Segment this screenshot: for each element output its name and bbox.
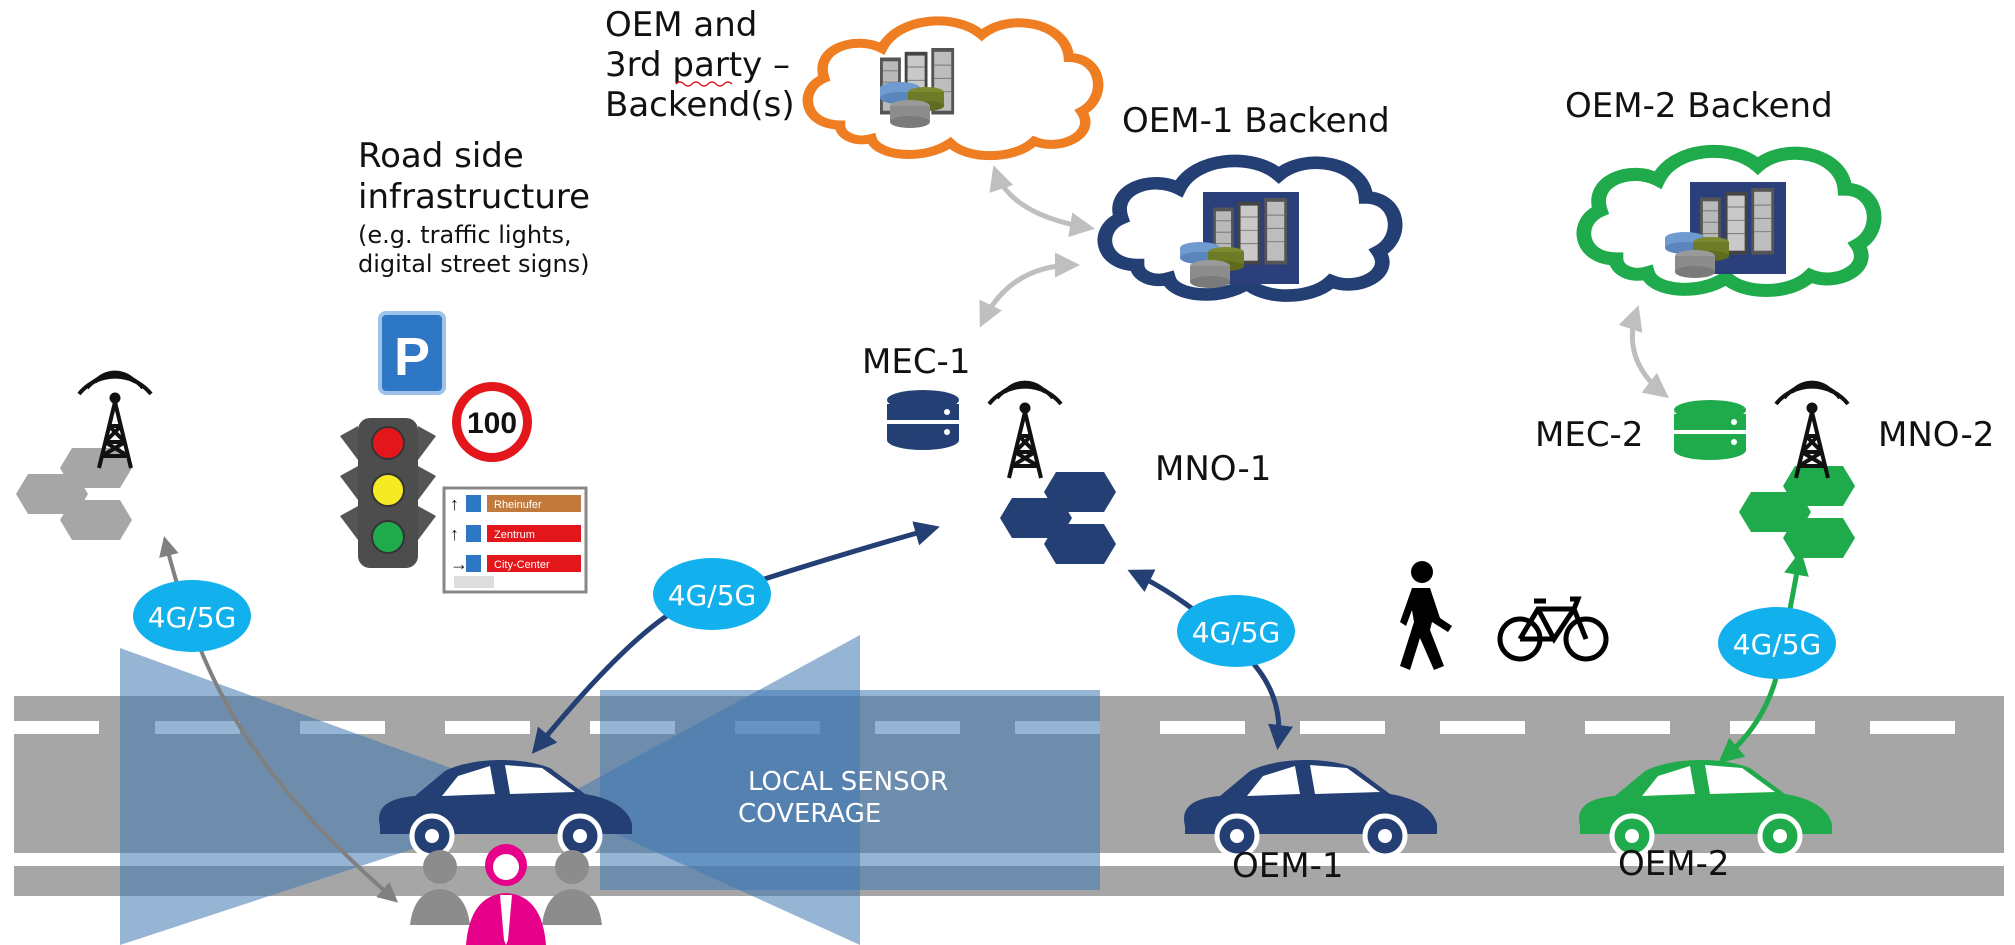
oem-3rd-party-label-line2: 3rd party – [605,45,790,85]
direction-sign-3: City-Center [494,559,550,571]
direction-signs: ↑ Rheinufer ↑ Zentrum → City-Center [442,486,588,594]
mno2-network: MNO-2 [1739,380,1994,558]
svg-text:4G/5G: 4G/5G [148,601,236,634]
bubble-4g5g-ego: 4G/5G [653,558,771,630]
svg-text:4G/5G: 4G/5G [1733,628,1821,661]
bubble-4g5g-oem2: 4G/5G [1718,607,1836,679]
mec2-label: MEC-2 [1535,415,1643,455]
mec1-label: MEC-1 [862,342,970,382]
speed-limit-sign-icon: 100 [452,382,532,462]
parking-sign-icon: P [378,311,446,395]
direction-sign-1: Rheinufer [494,499,542,511]
mec2-database-icon [1674,400,1746,460]
svg-text:P: P [394,327,430,387]
svg-text:↑: ↑ [450,494,459,514]
car-oem2 [1579,760,1832,859]
sensor-coverage-label-line2: COVERAGE [738,799,881,829]
oem2-car-label: OEM-2 [1618,844,1729,884]
mno1-network: MNO-1 [987,380,1271,564]
pedestrian-icon [1400,561,1452,670]
oem2-backend-label: OEM-2 Backend [1565,86,1833,126]
mec1-database-icon [887,390,959,450]
road-side-label-line1: Road side [358,136,524,176]
mno1-label: MNO-1 [1155,449,1271,489]
svg-text:↑: ↑ [450,524,459,544]
road-side-sublabel-line1: (e.g. traffic lights, [358,221,572,249]
road-side-label-line2: infrastructure [358,177,590,217]
oem-3rd-party-label-line3: Backend(s) [605,85,795,125]
svg-text:4G/5G: 4G/5G [668,579,756,612]
car-oem1 [1184,760,1437,859]
direction-sign-2: Zentrum [494,529,535,541]
svg-text:4G/5G: 4G/5G [1192,616,1280,649]
bubble-4g5g-left: 4G/5G [133,580,251,652]
spellcheck-underline [675,81,733,87]
traffic-light-icon [340,418,436,568]
road-side-sublabel-line2: digital street signs) [358,250,590,278]
antenna-tower-icon [987,380,1063,480]
bicycle-icon [1497,596,1609,662]
bubble-4g5g-oem1: 4G/5G [1177,595,1295,667]
antenna-tower-left [16,370,153,540]
car-ego [379,760,632,859]
sensor-coverage-label-line1: LOCAL SENSOR [748,767,948,797]
mno2-label: MNO-2 [1878,415,1994,455]
oem-3rd-party-label-line1: OEM and [605,5,757,45]
svg-text:→: → [450,554,468,574]
svg-text:100: 100 [467,407,517,440]
oem1-car-label: OEM-1 [1232,846,1343,886]
local-sensor-coverage: LOCAL SENSOR COVERAGE [120,635,1100,945]
backend-links [979,165,1669,399]
people-group-icon [410,844,602,945]
oem1-backend-label: OEM-1 Backend [1122,101,1390,141]
antenna-tower-icon [1774,380,1850,480]
